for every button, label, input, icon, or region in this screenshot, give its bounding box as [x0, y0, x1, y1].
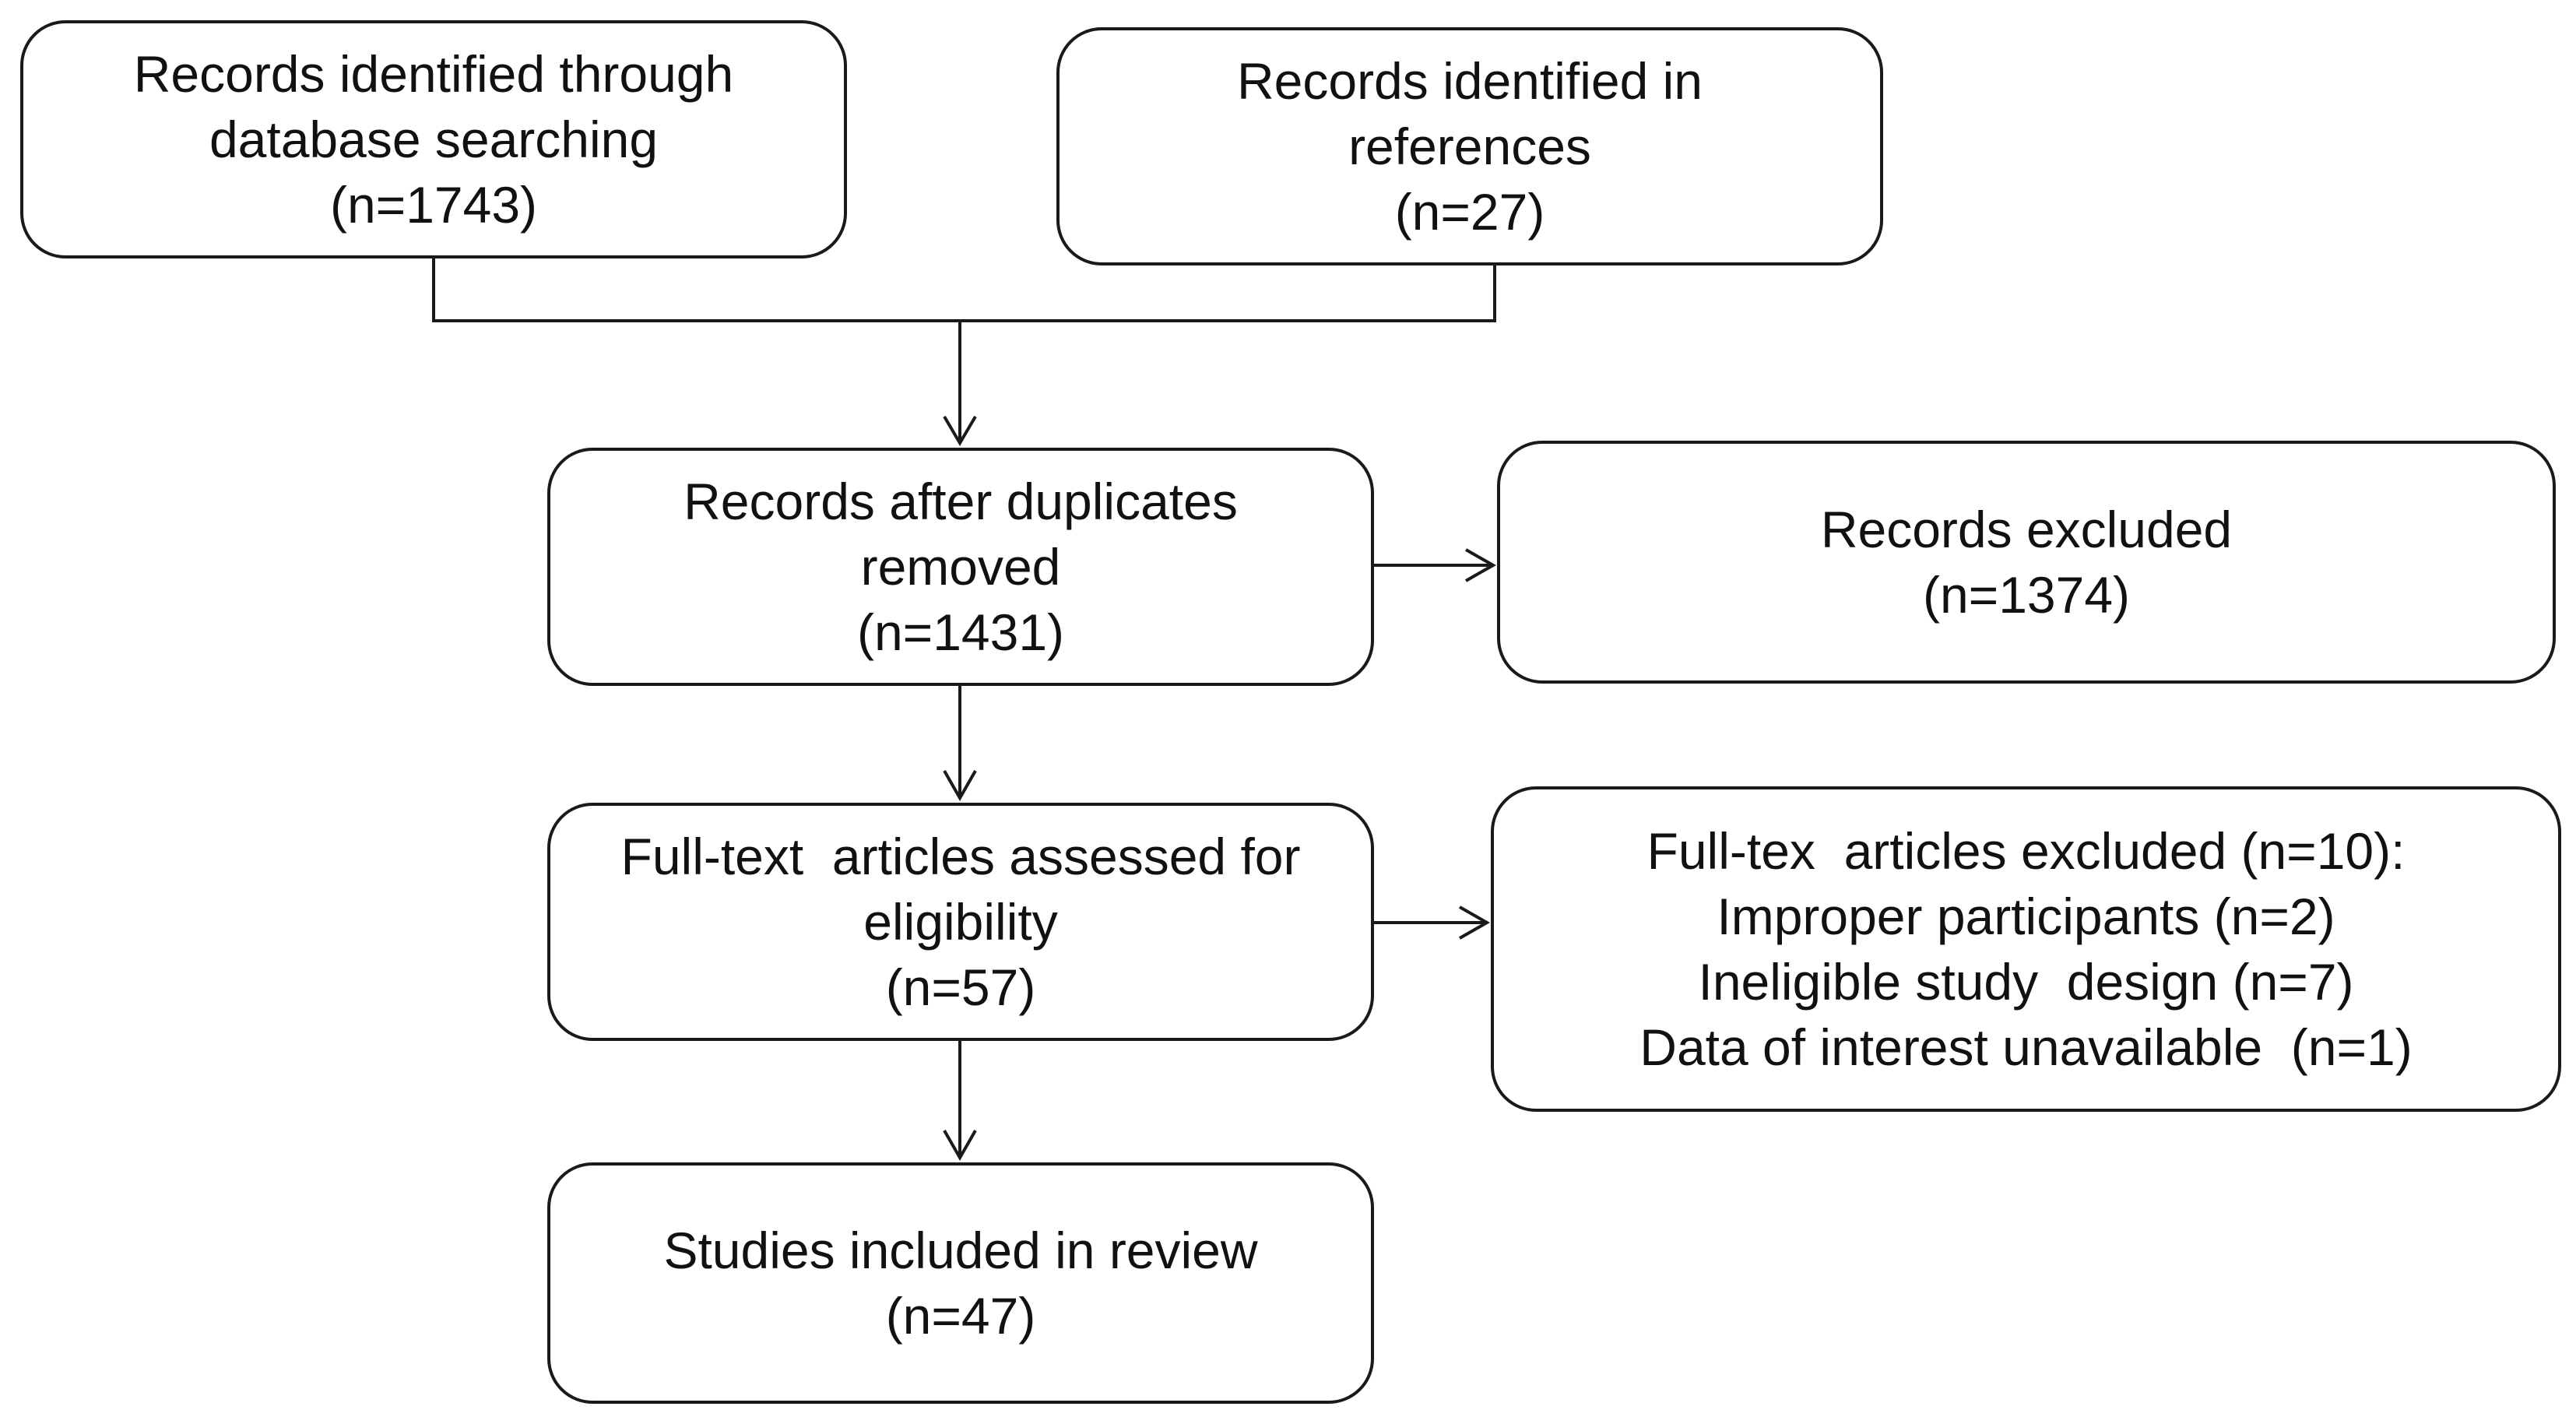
box-records-database: Records identified through database sear… — [20, 20, 847, 258]
box-fulltext-assessed-count: (n=57) — [885, 958, 1036, 1016]
box-fulltext-assessed: Full-text articles assessed for eligibil… — [547, 803, 1374, 1041]
box-studies-included-line1: Studies included in review — [663, 1222, 1258, 1279]
box-after-duplicates: Records after duplicates removed (n=1431… — [547, 448, 1374, 686]
arrowhead-to-included — [943, 1130, 977, 1162]
exclusion-reason: Ineligible study design (n=7) — [1698, 953, 2354, 1011]
box-after-duplicates-line2: removed — [860, 538, 1061, 596]
box-records-references-count: (n=27) — [1394, 183, 1545, 241]
box-records-references-line1: Records identified in — [1237, 52, 1703, 110]
arrowhead-to-fulltext-excluded — [1459, 905, 1491, 940]
box-after-duplicates-line1: Records after duplicates — [684, 473, 1238, 530]
box-records-excluded: Records excluded (n=1374) — [1497, 441, 2556, 684]
merge-connector — [432, 258, 1496, 322]
box-fulltext-excluded-line1: Full-tex articles excluded (n=10): — [1646, 822, 2406, 880]
arrowhead-to-duplicates — [943, 415, 977, 446]
box-records-excluded-line1: Records excluded — [1820, 501, 2233, 558]
arrowhead-to-fulltext — [943, 770, 977, 802]
box-records-references: Records identified in references (n=27) — [1056, 27, 1883, 265]
box-records-database-count: (n=1743) — [329, 176, 538, 234]
exclusion-reason: Improper participants (n=2) — [1717, 888, 2335, 945]
box-fulltext-excluded: Full-tex articles excluded (n=10): Impro… — [1491, 786, 2561, 1112]
box-fulltext-assessed-line1: Full-text articles assessed for — [620, 828, 1301, 885]
box-studies-included-count: (n=47) — [885, 1287, 1036, 1345]
arrowhead-to-records-excluded — [1465, 548, 1497, 582]
exclusion-reason: Data of interest unavailable (n=1) — [1639, 1018, 2413, 1076]
box-records-references-line2: references — [1348, 118, 1591, 175]
box-after-duplicates-count: (n=1431) — [856, 603, 1065, 661]
box-studies-included: Studies included in review (n=47) — [547, 1162, 1374, 1404]
box-records-database-line2: database searching — [209, 111, 659, 168]
box-records-database-line1: Records identified through — [133, 45, 734, 103]
box-records-excluded-count: (n=1374) — [1922, 566, 2131, 624]
box-fulltext-assessed-line2: eligibility — [863, 893, 1058, 951]
